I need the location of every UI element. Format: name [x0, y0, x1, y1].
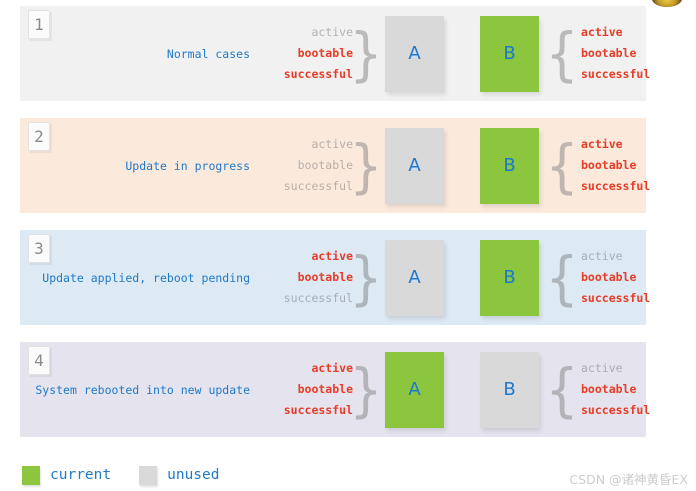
- closing-brace-icon: }: [354, 123, 377, 209]
- partition-b-letter: B: [503, 43, 516, 64]
- panel-number-badge: 4: [28, 346, 50, 375]
- flag-bootable: bootable: [581, 382, 637, 396]
- panel-update-applied-reboot-pending: 3 Update applied, reboot pending active …: [20, 230, 650, 325]
- partition-a-flags: active bootable successful: [250, 22, 353, 85]
- panel-title: Update in progress: [125, 158, 250, 173]
- panel-number-badge: 2: [28, 122, 50, 151]
- panel-title: Normal cases: [166, 46, 250, 61]
- partition-a-box: A: [385, 351, 444, 428]
- opening-brace-icon: {: [550, 123, 573, 209]
- opening-brace-icon: {: [550, 11, 573, 97]
- panel-normal-cases: 1 Normal cases active bootable successfu…: [20, 6, 650, 101]
- flag-bootable: bootable: [581, 46, 637, 60]
- panel-title: Update applied, reboot pending: [42, 270, 250, 285]
- flag-successful: successful: [283, 291, 353, 305]
- panel-number-badge: 1: [28, 10, 50, 39]
- flag-successful: successful: [581, 179, 651, 193]
- flag-active: active: [311, 137, 353, 151]
- partition-b-flags: active bootable successful: [581, 22, 691, 85]
- partition-b-flags: active bootable successful: [581, 134, 691, 197]
- partition-b-box: B: [480, 127, 539, 204]
- panel-system-rebooted-into-new-update: 4 System rebooted into new update active…: [20, 342, 650, 437]
- partition-b-letter: B: [503, 379, 516, 400]
- legend-current-label: current: [50, 467, 112, 483]
- panel-number-badge: 3: [28, 234, 50, 263]
- flag-active: active: [311, 249, 353, 263]
- partition-a-box: A: [385, 239, 444, 316]
- flag-active: active: [581, 361, 623, 375]
- partition-a-letter: A: [408, 155, 421, 176]
- closing-brace-icon: }: [354, 235, 377, 321]
- partition-a-letter: A: [408, 43, 421, 64]
- opening-brace-icon: {: [550, 235, 573, 321]
- flag-bootable: bootable: [581, 270, 637, 284]
- partition-b-letter: B: [503, 155, 516, 176]
- partition-a-box: A: [385, 127, 444, 204]
- partition-a-flags: active bootable successful: [250, 134, 353, 197]
- panel-title: System rebooted into new update: [35, 382, 250, 397]
- partition-a-letter: A: [408, 379, 421, 400]
- flag-active: active: [581, 137, 623, 151]
- legend-unused-swatch: [139, 465, 158, 485]
- avatar[interactable]: [652, 0, 682, 7]
- legend-unused-label: unused: [167, 467, 220, 483]
- closing-brace-icon: }: [354, 347, 377, 433]
- partition-a-flags: active bootable successful: [250, 358, 353, 421]
- partition-a-flags: active bootable successful: [250, 246, 353, 309]
- flag-successful: successful: [581, 291, 651, 305]
- opening-brace-icon: {: [550, 347, 573, 433]
- panel-update-in-progress: 2 Update in progress active bootable suc…: [20, 118, 650, 213]
- flag-successful: successful: [283, 179, 353, 193]
- partition-b-letter: B: [503, 267, 516, 288]
- flag-active: active: [581, 249, 623, 263]
- flag-successful: successful: [581, 67, 651, 81]
- flag-bootable: bootable: [297, 46, 353, 60]
- flag-active: active: [581, 25, 623, 39]
- flag-successful: successful: [283, 67, 353, 81]
- partition-b-flags: active bootable successful: [581, 358, 691, 421]
- flag-bootable: bootable: [297, 382, 353, 396]
- partition-b-box: B: [480, 15, 539, 92]
- flag-active: active: [311, 361, 353, 375]
- flag-active: active: [311, 25, 353, 39]
- partition-a-letter: A: [408, 267, 421, 288]
- partition-a-box: A: [385, 15, 444, 92]
- legend-current-swatch: [22, 465, 40, 485]
- flag-successful: successful: [283, 403, 353, 417]
- flag-bootable: bootable: [297, 270, 353, 284]
- closing-brace-icon: }: [354, 11, 377, 97]
- legend: current unused: [22, 462, 238, 488]
- partition-b-box: B: [480, 351, 539, 428]
- flag-bootable: bootable: [297, 158, 353, 172]
- flag-successful: successful: [581, 403, 651, 417]
- csdn-watermark: CSDN @诸神黄昏EX: [569, 472, 688, 487]
- partition-b-box: B: [480, 239, 539, 316]
- flag-bootable: bootable: [581, 158, 637, 172]
- partition-b-flags: active bootable successful: [581, 246, 691, 309]
